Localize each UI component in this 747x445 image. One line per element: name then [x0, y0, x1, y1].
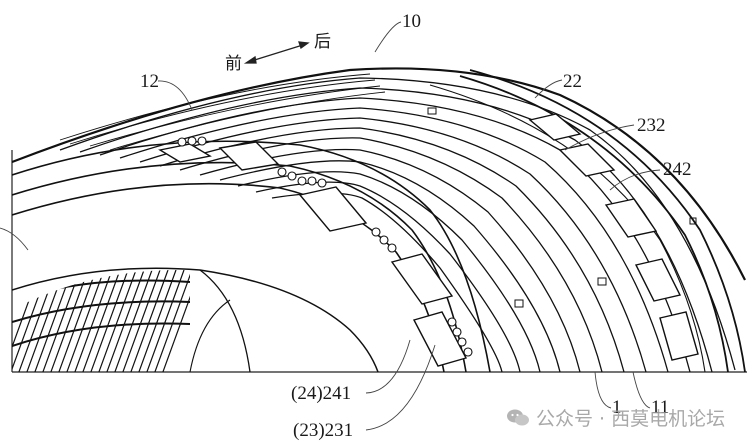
label-242: 242: [663, 159, 692, 180]
label-23-231: (23)231: [293, 420, 354, 441]
label-24-241: (24)241: [291, 383, 352, 404]
label-12: 12: [140, 71, 159, 92]
watermark-text: 公众号 · 西莫电机论坛: [536, 408, 726, 430]
label-232: 232: [637, 115, 666, 136]
label-10: 10: [402, 11, 421, 32]
label-11: 11: [651, 397, 670, 418]
wechat-icon: [506, 408, 530, 428]
front-label: 前: [225, 54, 242, 74]
leader-lines: [0, 21, 661, 431]
label-22: 22: [563, 71, 582, 92]
watermark: 公众号 · 西莫电机论坛: [506, 404, 725, 431]
direction-arrow: [243, 41, 310, 64]
back-label: 后: [314, 32, 331, 52]
label-1: 1: [612, 397, 622, 418]
